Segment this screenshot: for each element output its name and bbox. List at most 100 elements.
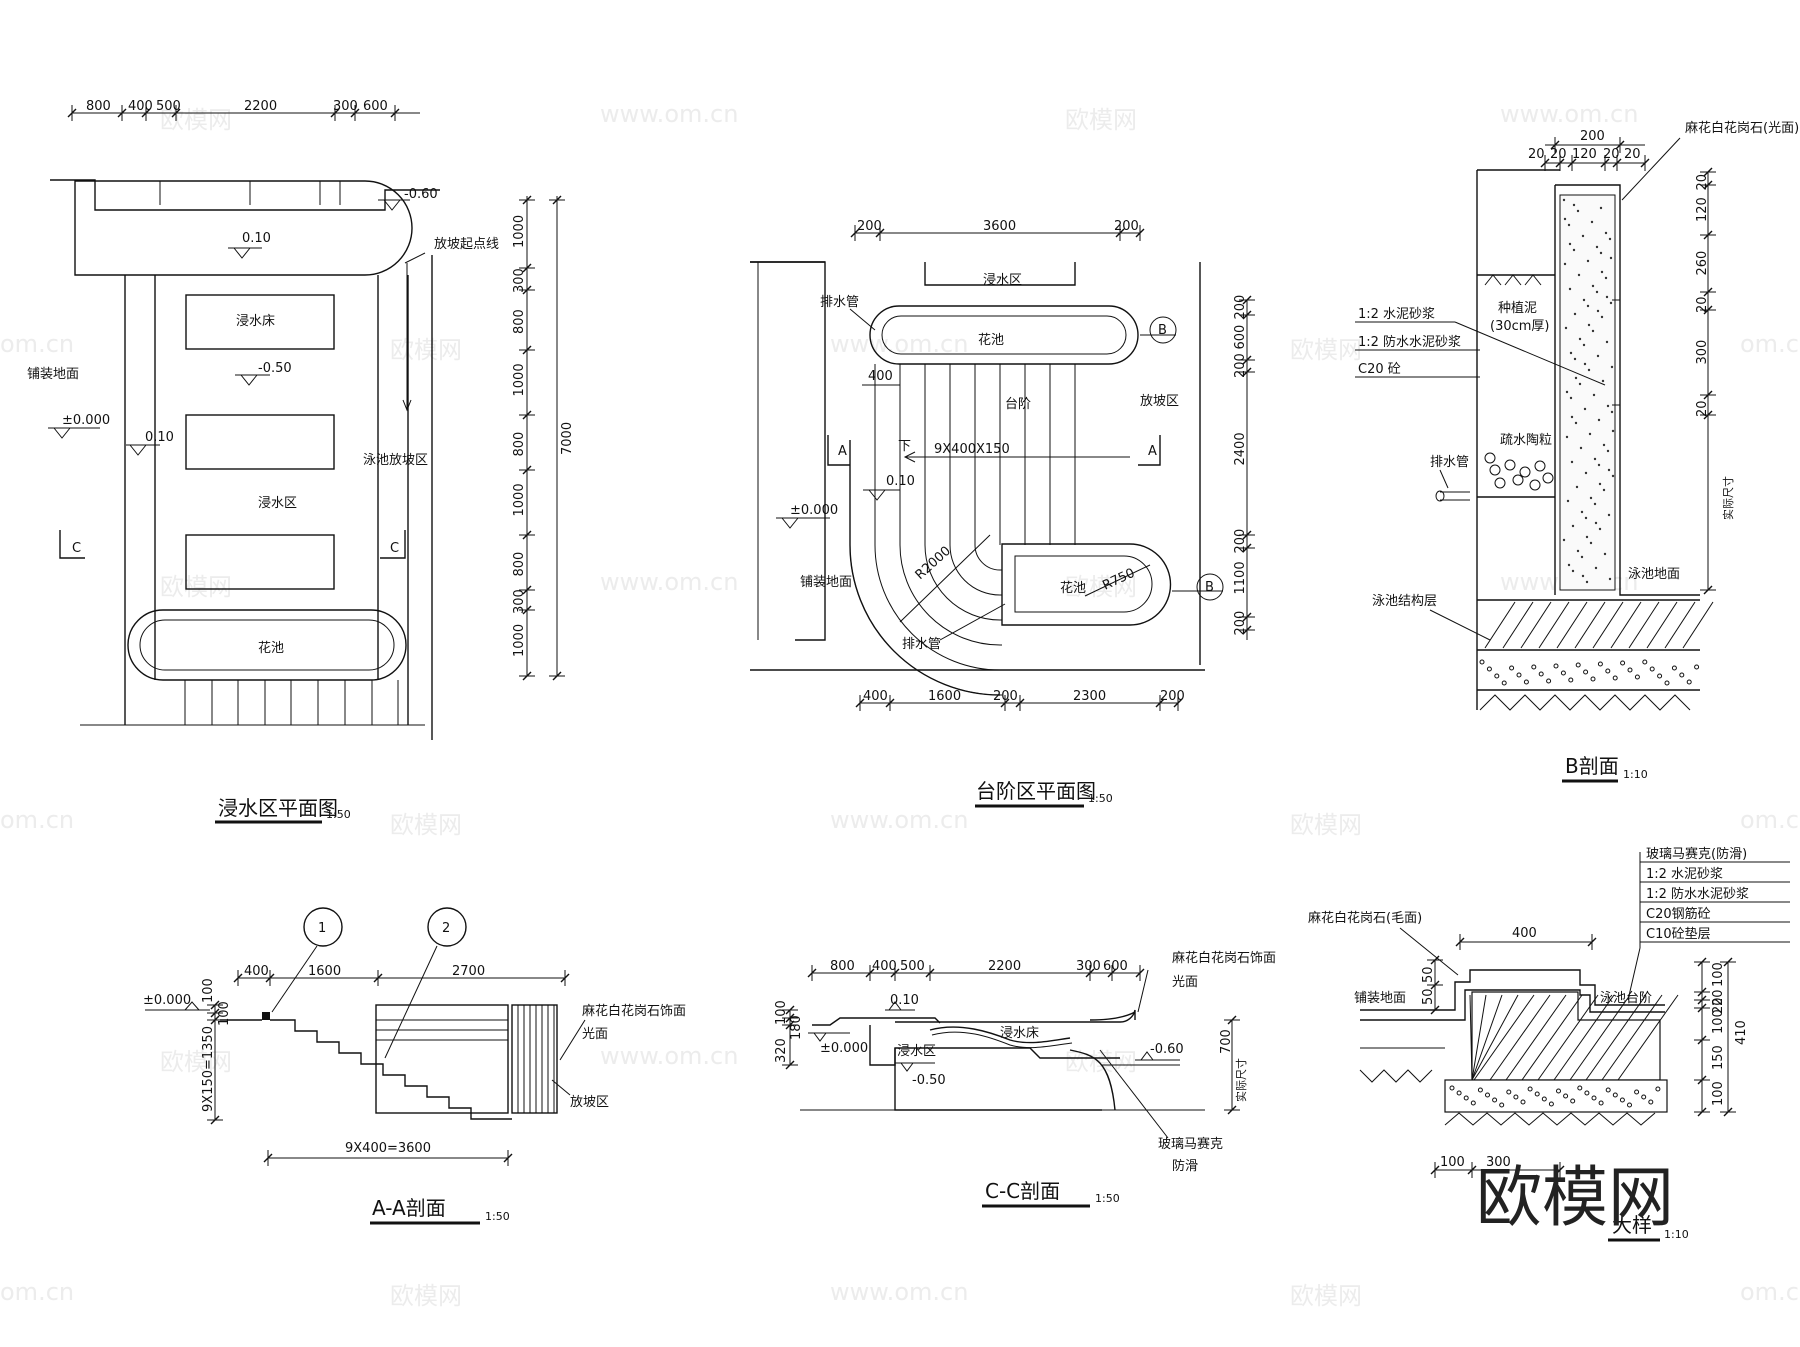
section-mark: C [72, 541, 81, 556]
section-b: 200 20 20 120 20 20 麻花白花岗石(光面) 种植泥 (30cm… [1355, 120, 1799, 783]
section-mark: A [1148, 444, 1157, 459]
dim: 50 [1421, 988, 1436, 1005]
dim: 9X400=3600 [345, 1141, 431, 1156]
label: 花池 [1060, 580, 1086, 596]
planter [1001, 543, 1172, 626]
watermark: 欧模网 [1290, 336, 1362, 364]
dim: 400 [128, 99, 153, 114]
label: 防滑 [1172, 1158, 1198, 1174]
label: 排水管 [1430, 455, 1469, 470]
section-mark: C [390, 541, 399, 556]
watermark-url: om.cn [0, 1278, 74, 1306]
label: 花池 [978, 332, 1004, 348]
dim: 2200 [244, 99, 277, 114]
soak-bed [185, 534, 335, 590]
dim: 200 [1114, 219, 1139, 234]
section-b-marker [1196, 573, 1224, 601]
label: 下 [898, 439, 911, 454]
label: 麻花白花岗石(毛面) [1308, 910, 1422, 926]
note: 实际尺寸 [1721, 476, 1735, 520]
drawing-title: B剖面 [1565, 754, 1619, 778]
label: 排水管 [820, 295, 859, 310]
label: (30cm厚) [1490, 319, 1550, 334]
label: 浸水区 [258, 496, 297, 511]
level: 0.10 [890, 993, 919, 1008]
label: 铺装地面 [800, 575, 852, 590]
dim: 100 [1711, 1009, 1726, 1034]
dim: 20 [1624, 147, 1641, 162]
dim: 400 [868, 369, 893, 384]
dim: 400 [863, 689, 888, 704]
dim: 100 [1711, 962, 1726, 987]
layer-label: C20钢筋砼 [1646, 906, 1711, 922]
dim: 100 [774, 1000, 789, 1025]
label: 放坡区 [570, 1095, 609, 1110]
label: 麻花白花岗石饰面 [1172, 950, 1276, 966]
level: -0.50 [258, 361, 292, 376]
watermark: 欧模网 [390, 336, 462, 364]
dim-total: 410 [1734, 1020, 1749, 1045]
drawing-title: 浸水区平面图 [218, 796, 338, 820]
watermark: 欧模网 [1065, 573, 1137, 601]
radius: R2000 [913, 544, 954, 583]
label: 泳池结构层 [1372, 594, 1437, 609]
level: ±0.000 [143, 993, 191, 1008]
dim: 400 [872, 959, 897, 974]
level: ±0.000 [790, 503, 838, 518]
dim: 200 [1160, 689, 1185, 704]
label: 麻花白花岗石饰面 [582, 1003, 686, 1019]
level: -0.60 [1150, 1042, 1184, 1057]
dim: 300 [333, 99, 358, 114]
watermark: 欧模网 [160, 106, 232, 134]
dim: 300 [512, 268, 527, 293]
dim: 500 [900, 959, 925, 974]
dim: 3600 [983, 219, 1016, 234]
dim: 300 [1486, 1155, 1511, 1170]
dim: 20 [1528, 147, 1545, 162]
watermark-url: www.om.cn [600, 1042, 738, 1070]
watermark-url: www.om.cn [830, 330, 968, 358]
section-mark: B [1158, 323, 1167, 338]
label: C20 砼 [1358, 362, 1401, 377]
watermark-url: www.om.cn [1500, 100, 1638, 128]
dim: 600 [1103, 959, 1128, 974]
dim: 20 [1711, 997, 1726, 1014]
label: 泳池地面 [1628, 567, 1680, 582]
watermark-url: om.cn [1740, 1278, 1800, 1306]
label: 放坡区 [1140, 394, 1179, 409]
soak-bed [185, 414, 335, 470]
dim-total: 7000 [560, 422, 575, 455]
label: 浸水床 [236, 314, 275, 329]
watermark-logo: 欧模网 [1476, 1159, 1674, 1236]
label: 浸水区 [897, 1044, 936, 1059]
dim: 1000 [512, 215, 527, 248]
level: ±0.000 [62, 413, 110, 428]
drawing-scale: 1:10 [1664, 1228, 1689, 1241]
dim: 700 [1219, 1029, 1234, 1054]
label: 泳池放坡区 [363, 453, 428, 468]
dim: 200 [857, 219, 882, 234]
dim: 2300 [1073, 689, 1106, 704]
drawing-title: 台阶区平面图 [976, 779, 1096, 803]
label: 1:2 水泥砂浆 [1358, 307, 1435, 322]
watermark: 欧模网 [160, 1048, 232, 1076]
dim: 20 [1603, 147, 1620, 162]
drawing-scale: 1:50 [485, 1210, 510, 1223]
level: 0.10 [886, 474, 915, 489]
level: ±0.000 [820, 1041, 868, 1056]
dim: 120 [1572, 147, 1597, 162]
dim: 200 [1233, 353, 1248, 378]
watermark: 欧模网 [1290, 811, 1362, 839]
dim: 150 [1711, 1045, 1726, 1070]
watermark: 欧模网 [160, 573, 232, 601]
dim: 800 [512, 432, 527, 457]
dim: 2700 [452, 964, 485, 979]
watermarks: 欧模网 www.om.cn 欧模网 www.om.cn om.cn 欧模网 ww… [0, 100, 1800, 1310]
section-mark: B [1205, 580, 1214, 595]
watermark-url: om.cn [1740, 806, 1800, 834]
dim: 200 [1233, 295, 1248, 320]
section-b-marker [1149, 316, 1177, 344]
dim: 1600 [308, 964, 341, 979]
